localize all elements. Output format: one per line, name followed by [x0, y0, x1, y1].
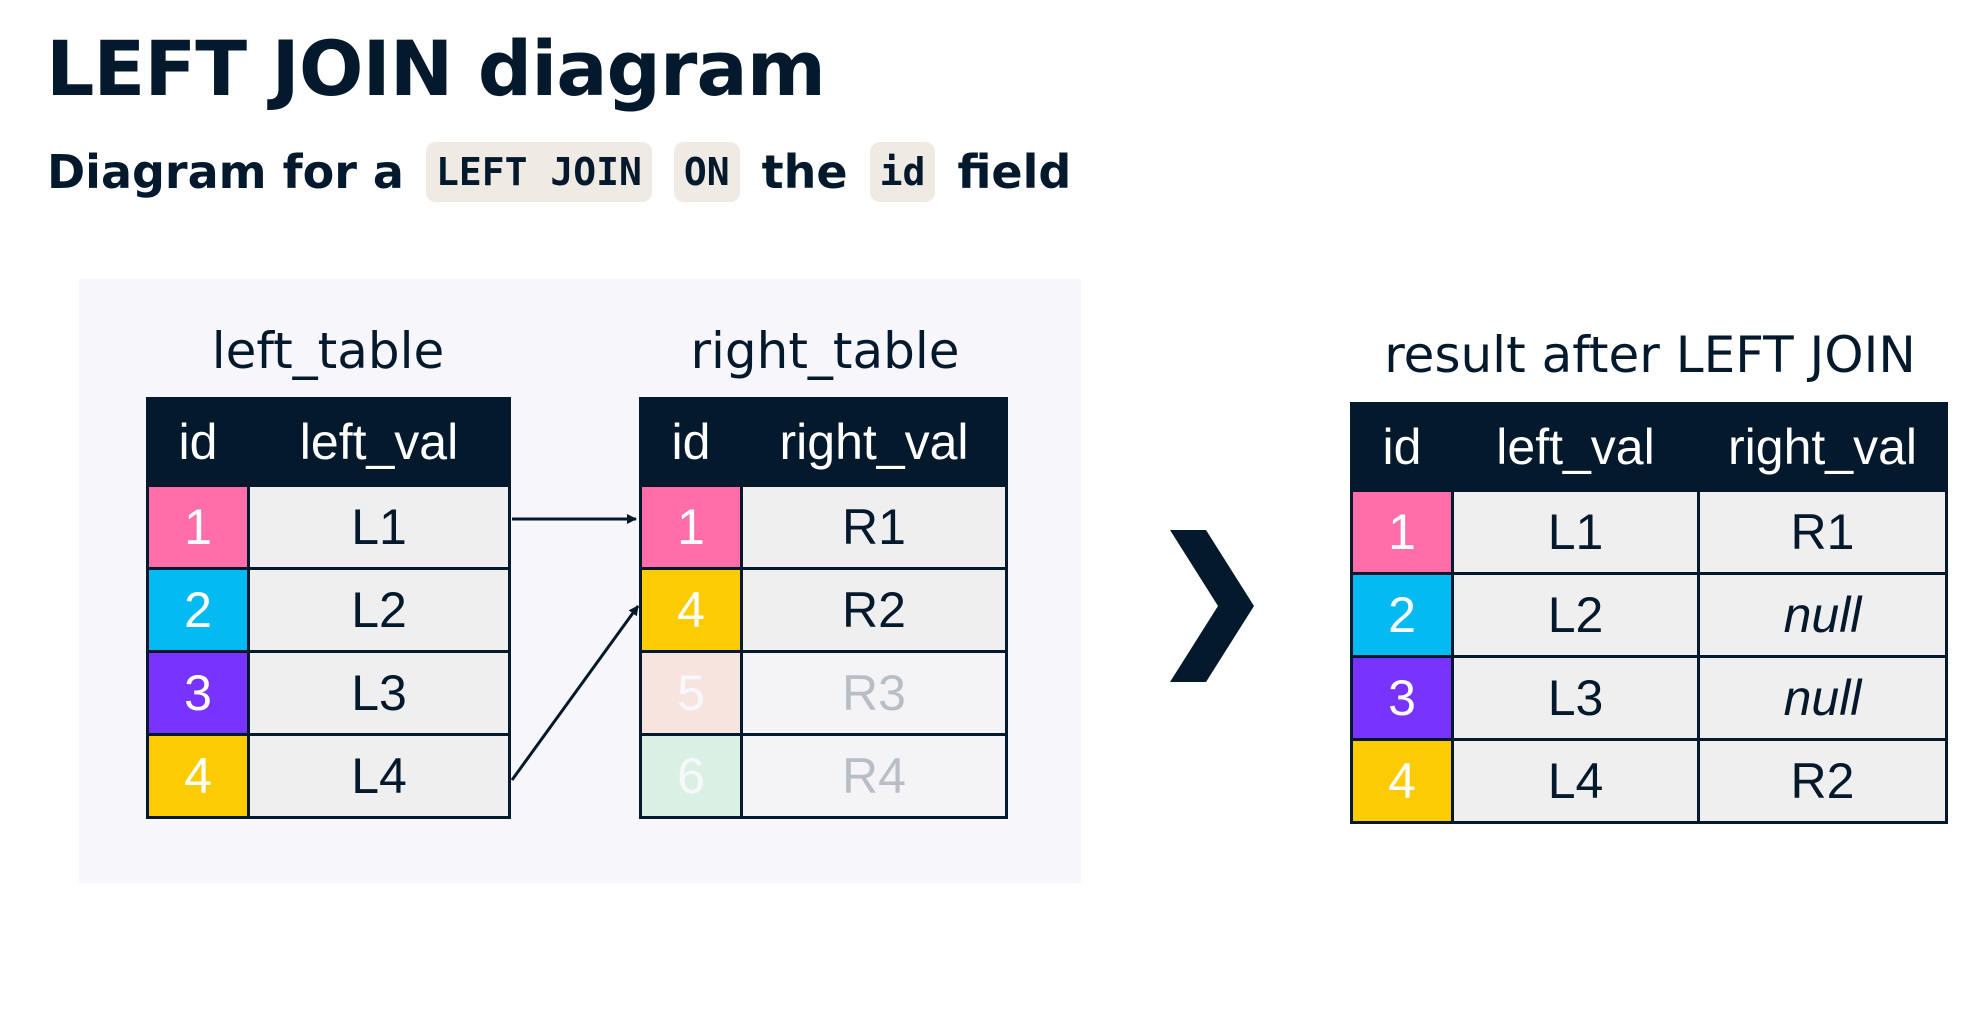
right-value-cell: null: [1697, 572, 1948, 658]
right-table-header-id: id: [639, 397, 743, 487]
subtitle-middle: the: [761, 145, 848, 199]
result-table-header-right-val: right_val: [1697, 402, 1948, 492]
id-cell: 6: [639, 733, 743, 819]
subtitle-suffix: field: [957, 145, 1072, 199]
value-cell: R1: [740, 484, 1008, 570]
id-cell: 1: [1350, 489, 1454, 575]
right-table-caption: right_table: [690, 322, 960, 380]
id-cell: 3: [1350, 655, 1454, 741]
result-table-header-left-val: left_val: [1451, 402, 1700, 492]
right-value-cell: R1: [1697, 489, 1948, 575]
value-cell: L1: [247, 484, 511, 570]
value-cell: R3: [740, 650, 1008, 736]
subtitle-code-on: ON: [673, 142, 740, 202]
left-table-header-val: left_val: [247, 397, 511, 487]
left-table-header-id: id: [146, 397, 250, 487]
id-cell: 4: [146, 733, 250, 819]
id-cell: 2: [1350, 572, 1454, 658]
right-table-header-val: right_val: [740, 397, 1008, 487]
arrow-icon: [510, 605, 640, 781]
id-cell: 4: [639, 567, 743, 653]
page-title: LEFT JOIN diagram: [46, 24, 826, 113]
right-value-cell: R2: [1697, 738, 1948, 824]
id-cell: 3: [146, 650, 250, 736]
id-cell: 1: [639, 484, 743, 570]
left-table-caption: left_table: [211, 322, 445, 380]
left-value-cell: L3: [1451, 655, 1700, 741]
id-cell: 5: [639, 650, 743, 736]
result-table-header-id: id: [1350, 402, 1454, 492]
right-value-cell: null: [1697, 655, 1948, 741]
id-cell: 1: [146, 484, 250, 570]
chevron-right-icon: [1170, 530, 1254, 682]
value-cell: L3: [247, 650, 511, 736]
value-cell: R4: [740, 733, 1008, 819]
result-table-caption: result after LEFT JOIN: [1384, 326, 1916, 384]
value-cell: L2: [247, 567, 511, 653]
id-cell: 2: [146, 567, 250, 653]
subtitle-code-left-join: LEFT JOIN: [425, 142, 652, 202]
left-value-cell: L4: [1451, 738, 1700, 824]
id-cell: 4: [1350, 738, 1454, 824]
subtitle-code-id: id: [869, 142, 936, 202]
value-cell: L4: [247, 733, 511, 819]
subtitle-prefix: Diagram for a: [47, 145, 404, 199]
left-value-cell: L2: [1451, 572, 1700, 658]
page-subtitle: Diagram for a LEFT JOIN ON the id field: [47, 142, 1093, 202]
left-value-cell: L1: [1451, 489, 1700, 575]
value-cell: R2: [740, 567, 1008, 653]
